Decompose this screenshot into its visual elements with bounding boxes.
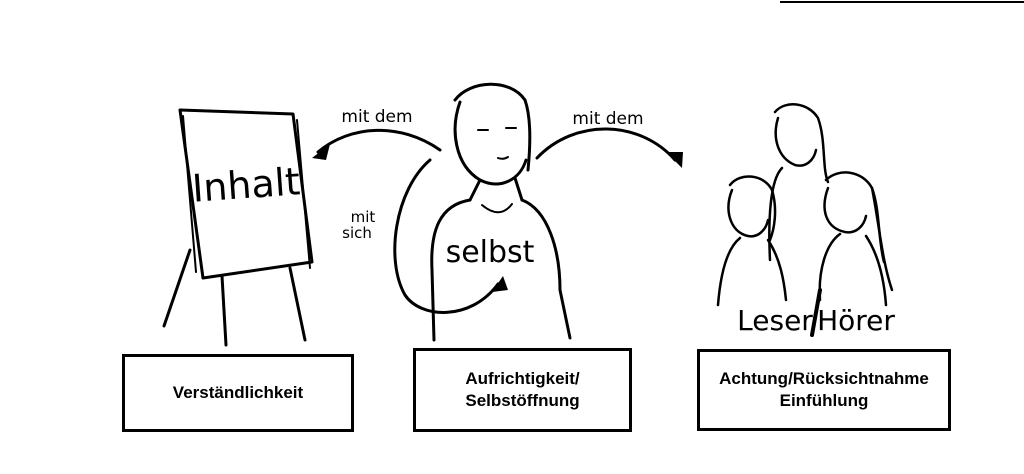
flipchart-board bbox=[178, 108, 314, 280]
arrow-to-content-head bbox=[312, 144, 330, 160]
audience-person-left-hair bbox=[728, 175, 777, 242]
arrow-to-audience bbox=[535, 127, 677, 162]
audience-person-back-body bbox=[768, 166, 784, 262]
person-mouth bbox=[497, 156, 509, 160]
box-respect-line2: Einfühlung bbox=[779, 391, 869, 410]
arrow-to-content bbox=[316, 128, 442, 154]
audience-person-right-body bbox=[818, 232, 888, 307]
person-eyes bbox=[477, 127, 517, 131]
box-comprehensibility-line1: Verständlichkeit bbox=[172, 382, 304, 402]
flipchart-board-edge bbox=[182, 115, 197, 273]
flipchart bbox=[162, 108, 314, 347]
arrow-to-content-label: mit dem bbox=[341, 107, 412, 127]
person-shirt-label: selbst bbox=[446, 235, 535, 270]
audience-person-left-face bbox=[727, 188, 770, 238]
audience-label-left: Leser bbox=[737, 304, 813, 337]
audience-group bbox=[716, 103, 894, 307]
person-hair bbox=[453, 82, 532, 172]
flipchart-label: Inhalt bbox=[191, 159, 302, 210]
box-comprehensibility: Verständlichkeit bbox=[122, 354, 354, 432]
arrow-to-self-head bbox=[492, 276, 508, 292]
box-sincerity-line2: Selbstöffnung bbox=[465, 391, 580, 410]
arrow-to-audience-label: mit dem bbox=[572, 109, 643, 129]
audience-person-right-hair bbox=[824, 171, 886, 264]
audience-person-right-hair-side bbox=[870, 186, 894, 292]
audience-label-slash bbox=[810, 288, 822, 337]
top-rule bbox=[780, 1, 1024, 3]
box-sincerity: Aufrichtigkeit/ Selbstöffnung bbox=[413, 348, 632, 432]
person-collar bbox=[481, 203, 513, 214]
arrow-to-content-curve bbox=[316, 128, 442, 154]
box-sincerity-line1: Aufrichtigkeit/ bbox=[465, 368, 580, 388]
easel-leg-right bbox=[288, 266, 307, 342]
person-torso bbox=[430, 198, 572, 342]
arrow-to-audience-curve bbox=[535, 127, 677, 162]
audience-person-back-hair bbox=[773, 103, 830, 184]
audience-person-right-face bbox=[823, 186, 868, 234]
arrow-to-self-curve bbox=[393, 158, 500, 314]
arrow-to-self-label-line2: sich bbox=[342, 224, 372, 242]
arrow-to-audience-head bbox=[666, 152, 683, 168]
person-neck bbox=[468, 176, 524, 202]
arrow-to-self bbox=[393, 158, 500, 314]
box-respect: Achtung/Rücksichtnahme Einfühlung bbox=[697, 349, 951, 431]
easel-leg-back bbox=[296, 119, 311, 269]
audience-person-left-body bbox=[716, 236, 788, 307]
box-respect-line1: Achtung/Rücksichtnahme bbox=[719, 368, 929, 388]
audience-label-right: Hörer bbox=[817, 304, 895, 337]
arrow-to-self-label-line1: mit bbox=[351, 208, 376, 226]
person bbox=[430, 82, 572, 342]
audience-person-back-face bbox=[774, 116, 818, 167]
person-head bbox=[453, 100, 528, 186]
easel-leg-middle bbox=[220, 274, 228, 347]
easel-leg-left bbox=[162, 248, 192, 328]
